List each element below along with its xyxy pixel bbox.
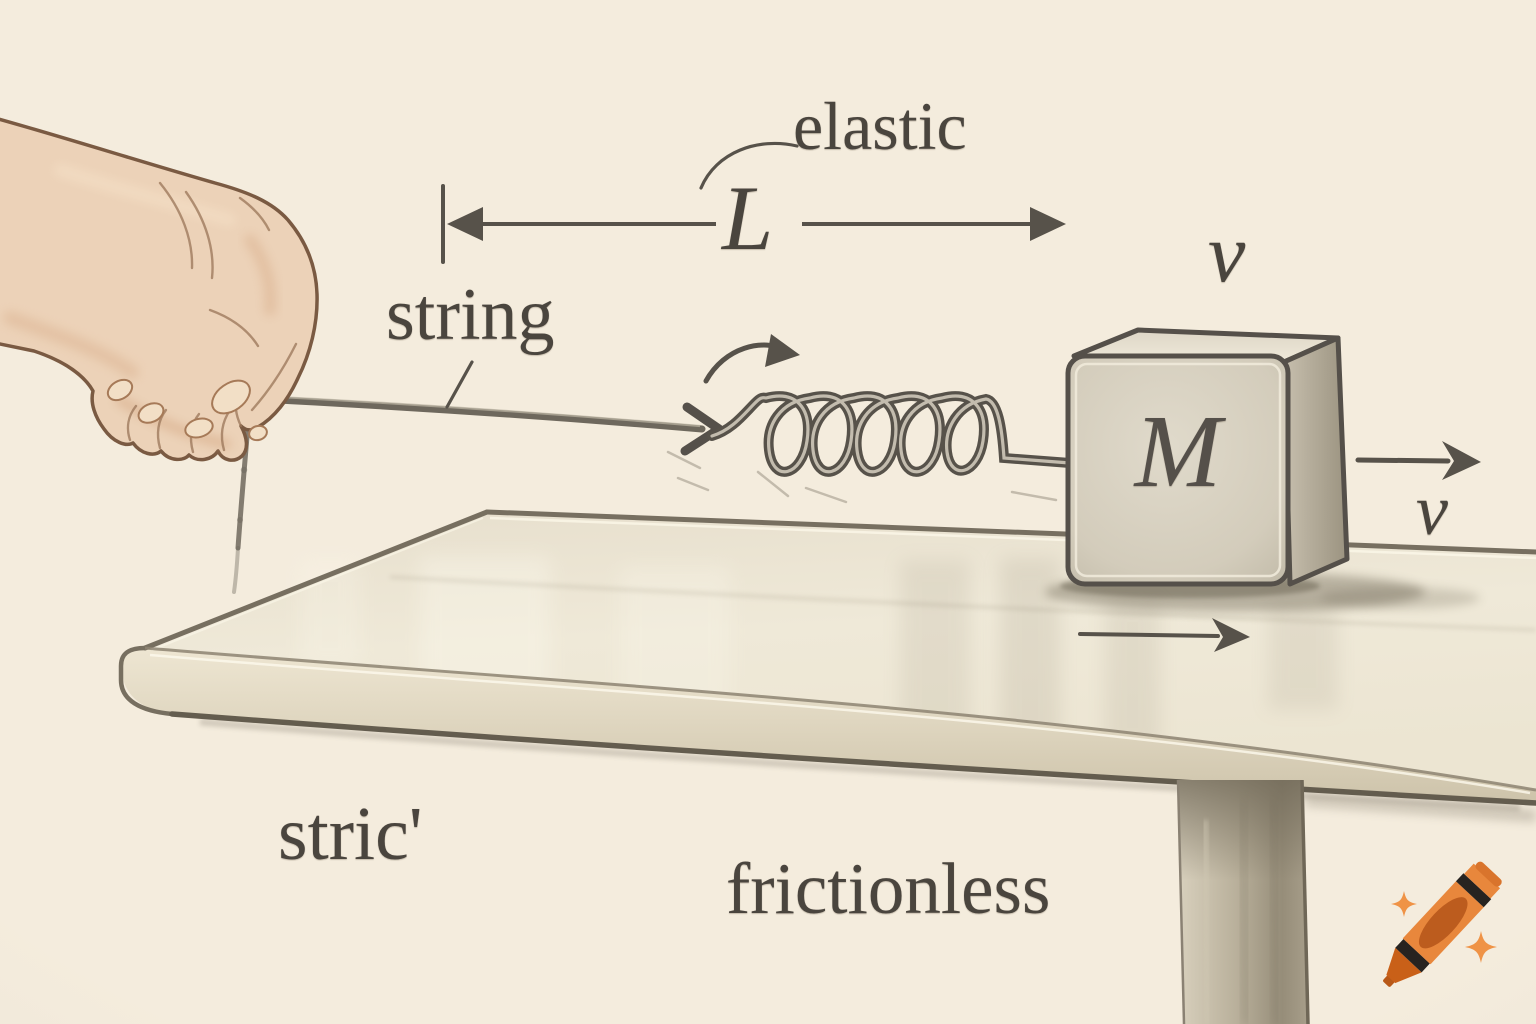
surface-velocity-arrow [1078,618,1250,652]
hand-illustration [0,117,319,462]
table-far-edge [484,509,1536,555]
string-label: string [386,274,555,356]
sketch-marks [666,450,1058,504]
block-right-face [1281,335,1350,587]
length-label: L [722,167,774,269]
string-leader-line [445,360,474,409]
sparkle-icon [1391,891,1417,917]
hand-silhouette [0,117,319,462]
velocity-label-right: v [1416,470,1448,550]
block-front-highlight [1074,362,1282,578]
string [234,393,724,456]
table-leg [1176,779,1310,1024]
table-shadow [1305,796,1536,822]
fingernails [106,378,268,442]
table-left-edge [142,509,490,651]
table-front-bottom-edge [169,711,1536,806]
sparkle-icon [1465,931,1497,963]
velocity-label-top: v [1208,207,1246,300]
velocity-arrow-right [1355,441,1481,480]
spring [666,391,1075,504]
table-front-face [121,647,1536,803]
table-corner [118,645,173,717]
table-front-top-edge [144,646,1536,792]
elastic-leader-line [699,141,799,190]
frictionless-label: frictionless [726,848,1051,929]
dimension-right-arrowhead [1030,207,1066,241]
elastic-label: elastic [793,88,967,164]
spring-rotation-arrow [703,334,800,384]
crayon-logo-icon [1383,861,1502,987]
block-front-face [1065,353,1291,587]
partial-word-label: stric' [278,792,423,876]
block [1065,327,1350,587]
hand-shading [3,164,277,449]
mass-label: M [1134,394,1222,509]
spring-coil-highlight [710,394,1072,474]
dimension-left-arrowhead [447,207,483,241]
length-dimension [441,184,1066,264]
